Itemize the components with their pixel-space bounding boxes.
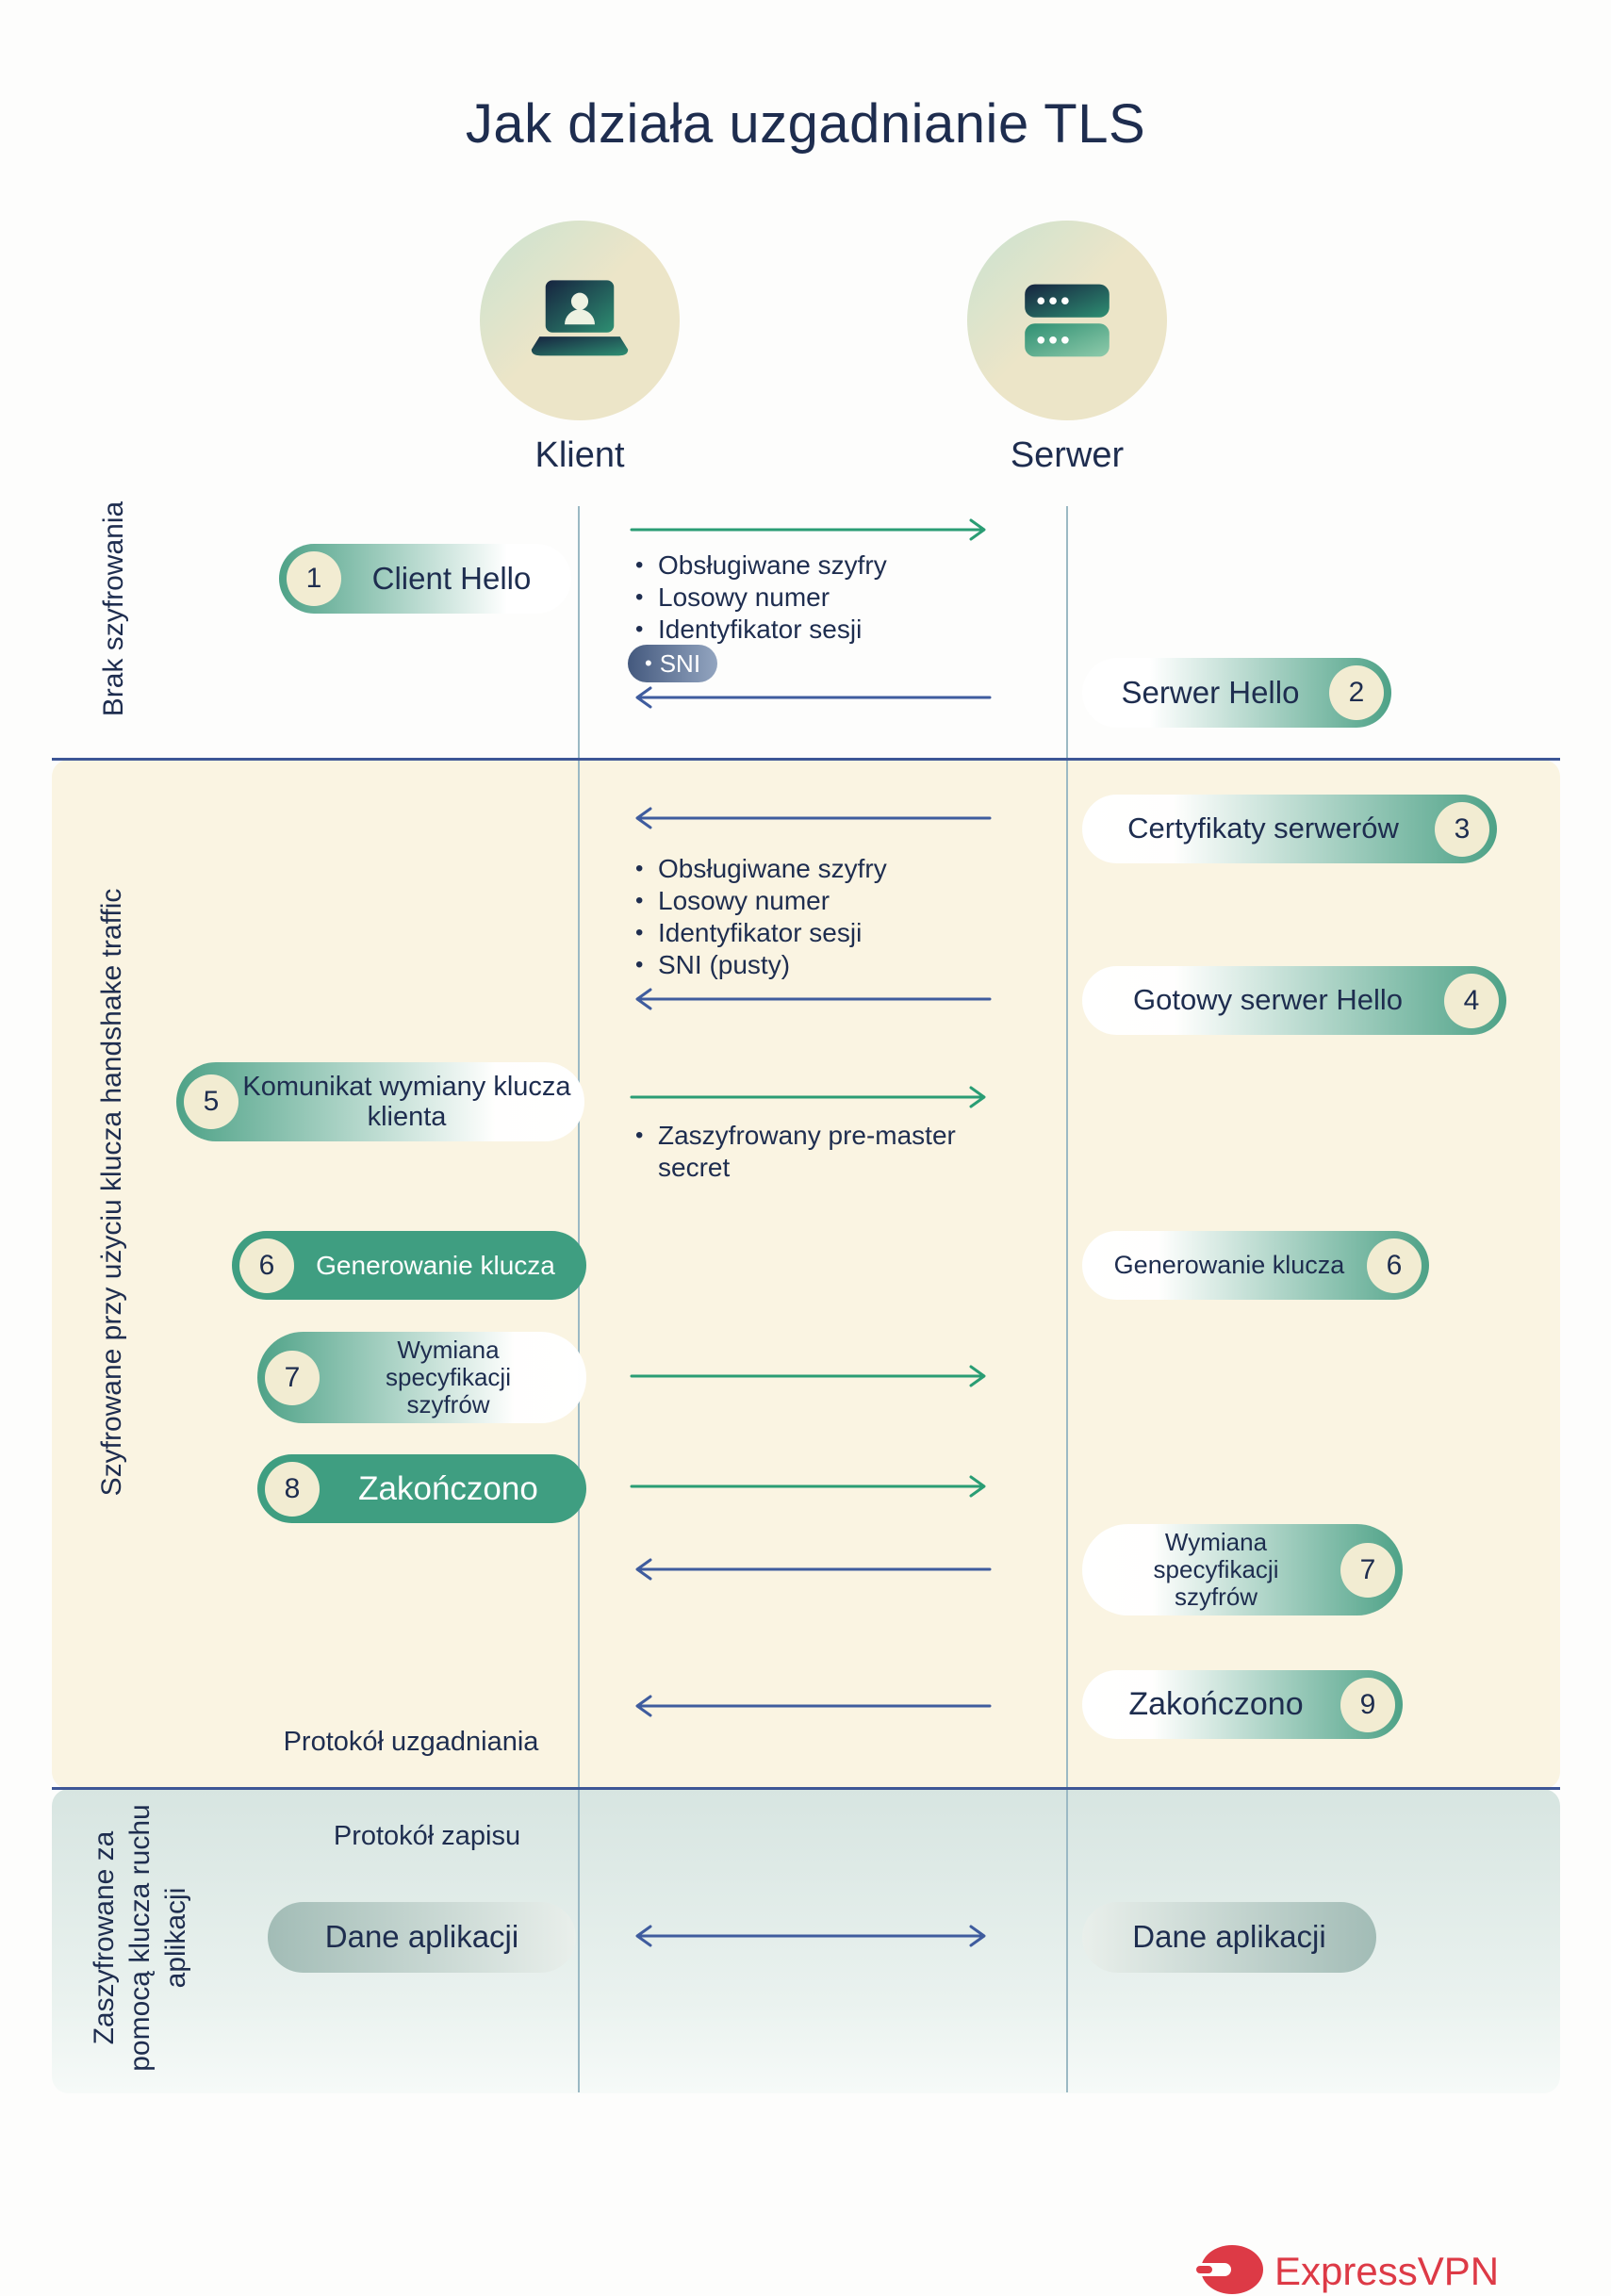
step7-client-label: Wymiana specyfikacji szyfrów: [386, 1336, 511, 1419]
server-label: Serwer: [1010, 435, 1125, 475]
brand-name: ExpressVPN: [1274, 2249, 1500, 2293]
premaster-bullet-list: Zaszyfrowany pre-master secret: [633, 1120, 956, 1184]
arrow-server-hello-done: [635, 988, 992, 1010]
step7-client-cipher-spec-pill: 7 Wymiana specyfikacji szyfrów: [257, 1332, 586, 1423]
sni-badge: SNI: [628, 645, 718, 682]
step2-label: Serwer Hello: [1121, 674, 1300, 710]
step6-client-label: Generowanie klucza: [316, 1250, 555, 1280]
step-number-badge: 3: [1435, 801, 1489, 857]
step3-label: Certyfikaty serwerów: [1127, 812, 1399, 845]
arrow-client-hello: [630, 518, 986, 541]
expressvpn-logo-icon: [1193, 2245, 1263, 2294]
step-number-badge: 8: [265, 1461, 320, 1517]
bullet-item: SNI (pusty): [633, 949, 887, 981]
arrow-server-hello: [635, 686, 992, 709]
laptop-icon: [531, 280, 629, 356]
step3-certificates-pill: Certyfikaty serwerów 3: [1082, 795, 1497, 863]
bullet-item: Identyfikator sesji: [633, 917, 887, 949]
client-hello-bullet-list: Obsługiwane szyfry Losowy numer Identyfi…: [633, 549, 887, 646]
app-data-server-pill: Dane aplikacji: [1082, 1902, 1376, 1973]
handshake-protocol-label: Protokół uzgadniania: [283, 1727, 539, 1757]
arrow-application-data: [635, 1925, 986, 1947]
step-number-badge: 2: [1329, 665, 1384, 720]
bullet-item: Losowy numer: [633, 582, 887, 614]
app-data-server-label: Dane aplikacji: [1132, 1919, 1326, 1955]
step-number-badge: 6: [239, 1238, 294, 1293]
app-data-client-pill: Dane aplikacji: [268, 1902, 576, 1973]
app-data-client-label: Dane aplikacji: [324, 1919, 519, 1955]
step-number-badge: 7: [1340, 1542, 1395, 1598]
arrow-key-exchange: [630, 1086, 986, 1108]
server-hello-bullet-list: Obsługiwane szyfry Losowy numer Identyfi…: [633, 853, 887, 981]
step8-client-finished-pill: 8 Zakończono: [257, 1454, 586, 1523]
step4-server-hello-done-pill: Gotowy serwer Hello 4: [1082, 966, 1506, 1035]
phase-divider-1: [52, 758, 1560, 761]
server-icon: [1025, 284, 1110, 357]
server-avatar: [967, 221, 1167, 420]
arrow-server-finished: [635, 1695, 992, 1717]
step-number-badge: 1: [287, 551, 341, 606]
step-number-badge: 5: [184, 1074, 238, 1129]
bullet-item: Losowy numer: [633, 885, 887, 917]
phase-divider-2: [52, 1787, 1560, 1790]
page-title: Jak działa uzgadnianie TLS: [465, 93, 1146, 155]
client-avatar: [480, 221, 680, 420]
server-lifeline: [1066, 506, 1068, 2092]
step1-label: Client Hello: [371, 560, 532, 596]
step6-client-key-generation-pill: 6 Generowanie klucza: [232, 1231, 586, 1300]
bullet-item: Zaszyfrowany pre-master secret: [633, 1120, 956, 1184]
client-label: Klient: [534, 435, 625, 475]
step5-client-key-exchange-pill: 5 Komunikat wymiany klucza klienta: [176, 1062, 584, 1141]
record-protocol-label: Protokół zapisu: [333, 1821, 521, 1851]
step9-label: Zakończono: [1128, 1686, 1304, 1723]
arrow-server-certificates: [635, 807, 992, 829]
step-number-badge: 6: [1367, 1238, 1422, 1293]
step6-server-key-generation-pill: Generowanie klucza 6: [1082, 1231, 1429, 1300]
arrow-change-cipher-spec-server: [635, 1558, 992, 1581]
phase1-label: Brak szyfrowania: [98, 500, 129, 717]
bullet-item: Obsługiwane szyfry: [633, 549, 887, 582]
step7-server-cipher-spec-pill: Wymiana specyfikacji szyfrów 7: [1082, 1524, 1403, 1615]
arrow-change-cipher-spec-client: [630, 1365, 986, 1387]
step2-server-hello-pill: Serwer Hello 2: [1082, 658, 1391, 728]
client-lifeline: [578, 506, 580, 2092]
phase3-label: Zaszyfrowane za pomocą klucza ruchu apli…: [89, 1804, 191, 2072]
step6-server-label: Generowanie klucza: [1113, 1251, 1345, 1280]
arrow-client-finished: [630, 1475, 986, 1498]
step9-server-finished-pill: Zakończono 9: [1082, 1670, 1403, 1739]
bullet-item: Identyfikator sesji: [633, 614, 887, 646]
step-number-badge: 7: [265, 1350, 320, 1405]
bullet-item: Obsługiwane szyfry: [633, 853, 887, 885]
step4-label: Gotowy serwer Hello: [1133, 983, 1403, 1017]
step-number-badge: 4: [1444, 973, 1499, 1028]
step7-server-label: Wymiana specyfikacji szyfrów: [1153, 1528, 1279, 1611]
step-number-badge: 9: [1340, 1677, 1395, 1732]
step8-label: Zakończono: [358, 1469, 538, 1507]
step1-client-hello-pill: 1 Client Hello: [279, 544, 571, 614]
step5-label: Komunikat wymiany klucza klienta: [242, 1071, 571, 1132]
phase2-label: Szyfrowane przy użyciu klucza handshake …: [96, 888, 127, 1497]
